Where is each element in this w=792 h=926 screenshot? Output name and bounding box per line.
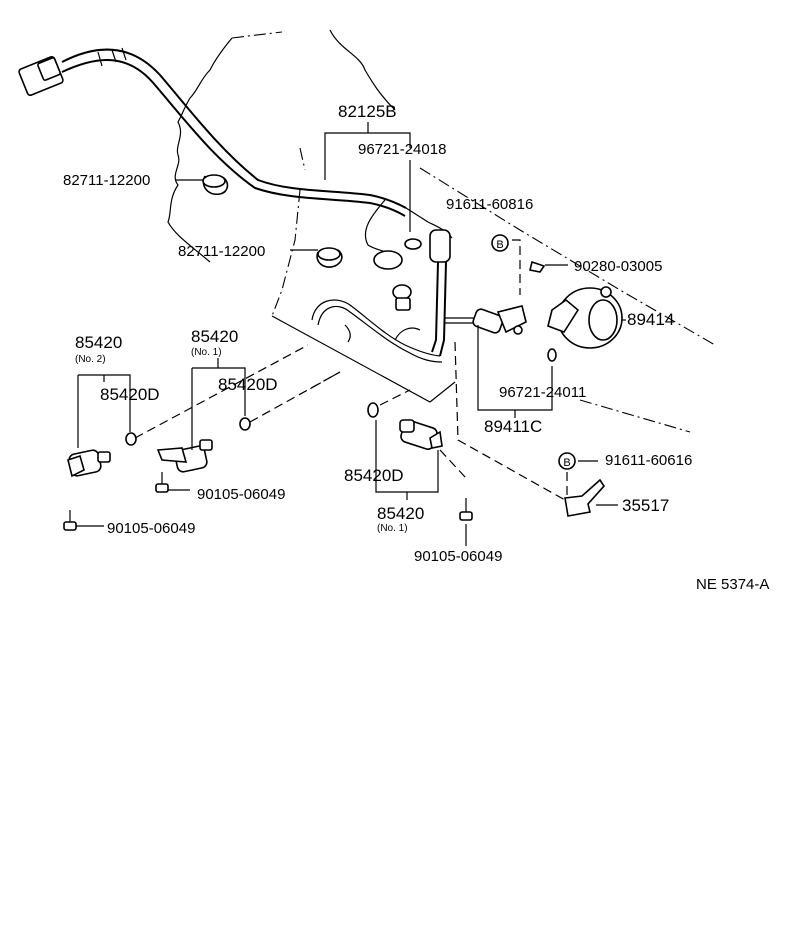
label-sensor-assy: 89411C — [484, 417, 542, 436]
label-grommet-lower: 96721-24011 — [499, 384, 586, 401]
leader-lines — [76, 122, 626, 546]
label-grommet-upper: 96721-24018 — [358, 141, 446, 158]
label-clip: 90280-03005 — [574, 258, 662, 275]
screw-icon — [459, 498, 473, 521]
grommet-icon — [404, 238, 422, 250]
label-oring-left: 85420D — [100, 385, 160, 404]
label-bolt-lower: 91611-60616 — [605, 452, 692, 469]
label-screw-mid: 90105-06049 — [197, 486, 285, 503]
diagram-id: NE 5374-A — [696, 576, 769, 593]
bracket-leader — [454, 341, 566, 501]
oring-icon — [367, 402, 379, 418]
oring-icon — [547, 348, 557, 362]
clamp-icon — [202, 174, 229, 196]
label-clamp-lower: 82711-12200 — [178, 243, 265, 260]
assembly-lines — [134, 344, 467, 479]
solenoid-valve-no1-left-icon — [156, 439, 213, 473]
oring-icon — [239, 417, 251, 431]
label-valve-no1-left: 85420 — [191, 327, 238, 346]
label-oring-center: 85420D — [344, 466, 404, 485]
label-harness: 82125B — [338, 102, 397, 121]
solenoid-valve-no1-center-icon — [399, 419, 443, 450]
label-sensor: 89414 — [627, 310, 674, 329]
label-screw-center: 90105-06049 — [414, 548, 502, 565]
label-valve-no2-sub: (No. 2) — [75, 354, 106, 365]
svg-text:B: B — [563, 457, 570, 469]
sensor-assy-icon — [472, 305, 527, 335]
screw-icon — [155, 472, 169, 493]
label-valve-no1-left-sub: (No. 1) — [191, 347, 222, 358]
bolt-symbol-upper: B — [491, 234, 521, 295]
solenoid-valve-no2-icon — [67, 449, 111, 478]
bolt-symbol-lower: B — [558, 452, 576, 495]
label-valve-no1-center: 85420 — [377, 504, 424, 523]
transmission-case-outline — [167, 29, 716, 433]
clip-icon — [529, 260, 546, 273]
label-oring-mid: 85420D — [218, 375, 278, 394]
svg-text:B: B — [496, 239, 503, 251]
label-clamp-upper: 82711-12200 — [63, 172, 150, 189]
oring-icon — [125, 432, 137, 446]
bracket-icon — [564, 478, 606, 517]
label-bolt-upper: 91611-60816 — [446, 196, 533, 213]
label-valve-no2: 85420 — [75, 333, 122, 352]
wire-harness — [18, 47, 474, 363]
speed-sensor-icon — [547, 286, 623, 349]
label-bracket: 35517 — [622, 496, 669, 515]
label-valve-no1-center-sub: (No. 1) — [377, 523, 408, 534]
screw-icon — [63, 510, 77, 531]
clamp-icon — [316, 247, 343, 268]
label-screw-left: 90105-06049 — [107, 520, 195, 537]
